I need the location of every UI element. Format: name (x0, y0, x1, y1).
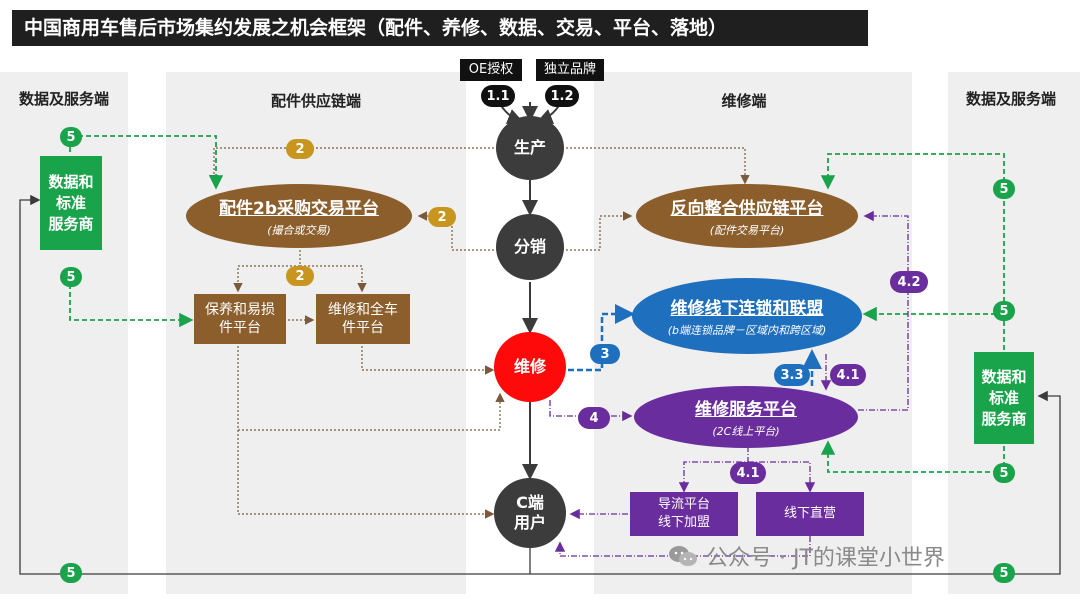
node-c-end-user: C端 用户 (494, 478, 566, 548)
data-provider-right-line3: 服务商 (981, 409, 1027, 428)
flow-cend-to-data-right (530, 390, 1061, 575)
node-data-provider-right: 数据和 标准 服务商 (974, 352, 1034, 444)
badge-5-right-top: 5 (993, 179, 1015, 199)
node-direct-store: 线下直营 (756, 492, 864, 536)
maintenance-line1: 保养和易损 (205, 302, 275, 318)
badge-4: 4 (578, 407, 610, 429)
node-repair-service-platform: 维修服务平台 (2C线上平台) (634, 386, 858, 448)
label-own-brand: 独立品牌 (536, 59, 604, 81)
badge-1-2: 1.2 (545, 85, 579, 107)
node-repair: 维修 (494, 332, 566, 402)
data-provider-left-line2: 标准 (55, 193, 86, 212)
repair-full-line1: 维修和全车 (328, 302, 398, 318)
badge-1-1: 1.1 (481, 85, 515, 107)
traffic-line1: 导流平台 (657, 497, 710, 512)
watermark-text: 公众号 · JT的课堂小世界 (706, 546, 945, 571)
data-provider-right-line2: 标准 (988, 388, 1019, 407)
badge-5-bottom-left: 5 (60, 563, 82, 583)
badge-5-left-bottom: 5 (60, 267, 82, 287)
flow-distribution-to-reverse-supply (562, 211, 633, 251)
flow-repair-full-to-repair (361, 346, 495, 375)
node-maintenance-platform: 保养和易损 件平台 (194, 294, 286, 344)
flow-production-to-reverse-supply (562, 147, 750, 185)
badge-5-right-mid: 5 (993, 301, 1015, 321)
flow-cend-to-data-left (19, 194, 531, 575)
reverse-supply-subtitle: (配件交易平台) (709, 224, 785, 237)
badge-3-3: 3.3 (774, 364, 810, 386)
flow-maintenance-to-repair (237, 346, 505, 431)
flow-data-right-to-reverse (820, 153, 1005, 350)
badge-4-1-bottom: 4.1 (730, 462, 766, 484)
node-production: 生产 (496, 116, 564, 180)
node-distribution: 分销 (496, 214, 564, 280)
flow-data-right-to-service (820, 440, 1005, 473)
traffic-line2: 线下加盟 (657, 515, 710, 530)
node-parts-2b-platform: 配件2b采购交易平台 (撮合或交易) (186, 184, 412, 248)
badge-2-distribution: 2 (428, 207, 456, 227)
node-repair-full-platform: 维修和全车 件平台 (316, 294, 410, 344)
column-header-data-right: 数据及服务端 (965, 90, 1056, 108)
chain-alliance-title: 维修线下连锁和联盟 (670, 299, 824, 319)
column-header-supply: 配件供应链端 (270, 92, 361, 110)
node-traffic-franchise: 导流平台 线下加盟 (630, 492, 738, 536)
badge-5-right-bottom: 5 (993, 463, 1015, 483)
label-oe-authorization: OE授权 (460, 59, 522, 81)
data-provider-left-line3: 服务商 (48, 214, 94, 233)
node-data-provider-left: 数据和 标准 服务商 (40, 156, 102, 250)
flow-data-left-to-maintenance (69, 284, 194, 328)
c-end-line2: 用户 (513, 513, 546, 532)
flow-repair-to-chain (568, 304, 635, 372)
flow-production-to-parts-platform (209, 147, 498, 185)
wechat-icon (669, 546, 697, 566)
parts-platform-title: 配件2b采购交易平台 (219, 199, 379, 219)
data-provider-right-line1: 数据和 (981, 367, 1027, 386)
parts-platform-subtitle: (撮合或交易) (267, 224, 331, 237)
badge-4-2: 4.2 (890, 271, 928, 293)
flow-service-to-direct (748, 461, 816, 493)
badge-5-bottom-right: 5 (993, 563, 1015, 583)
c-end-line1: C端 (516, 493, 544, 512)
reverse-supply-title: 反向整合供应链平台 (670, 199, 824, 219)
repair-service-title: 维修服务平台 (695, 400, 797, 420)
repair-full-line2: 件平台 (342, 320, 384, 336)
watermark: 公众号 · JT的课堂小世界 (668, 540, 945, 572)
flow-4-2 (858, 210, 909, 411)
page-title: 中国商用车售后市场集约发展之机会框架（配件、养修、数据、交易、平台、落地） (12, 10, 868, 46)
node-reverse-supply-chain: 反向整合供应链平台 (配件交易平台) (636, 184, 858, 248)
flow-service-to-traffic (678, 446, 749, 493)
repair-service-subtitle: (2C线上平台) (712, 425, 780, 438)
badge-4-1-right: 4.1 (830, 364, 866, 386)
badge-5-left-top: 5 (60, 127, 82, 147)
column-header-data-left: 数据及服务端 (18, 90, 109, 108)
data-provider-left-line1: 数据和 (48, 172, 94, 191)
flow-parts-to-maintenance (233, 250, 301, 293)
badge-2-top: 2 (286, 139, 314, 159)
band-data-right (948, 72, 1080, 594)
flow-maintenance-to-cend (237, 430, 495, 519)
chain-alliance-subtitle: (b端连锁品牌－区域内和跨区域) (667, 324, 827, 337)
badge-2-split: 2 (286, 266, 314, 286)
column-header-repair: 维修端 (721, 92, 767, 110)
badge-3: 3 (590, 344, 620, 364)
node-chain-alliance: 维修线下连锁和联盟 (b端连锁品牌－区域内和跨区域) (632, 278, 862, 354)
maintenance-line2: 件平台 (219, 320, 261, 336)
flow-parts-to-repair-full (300, 265, 367, 293)
